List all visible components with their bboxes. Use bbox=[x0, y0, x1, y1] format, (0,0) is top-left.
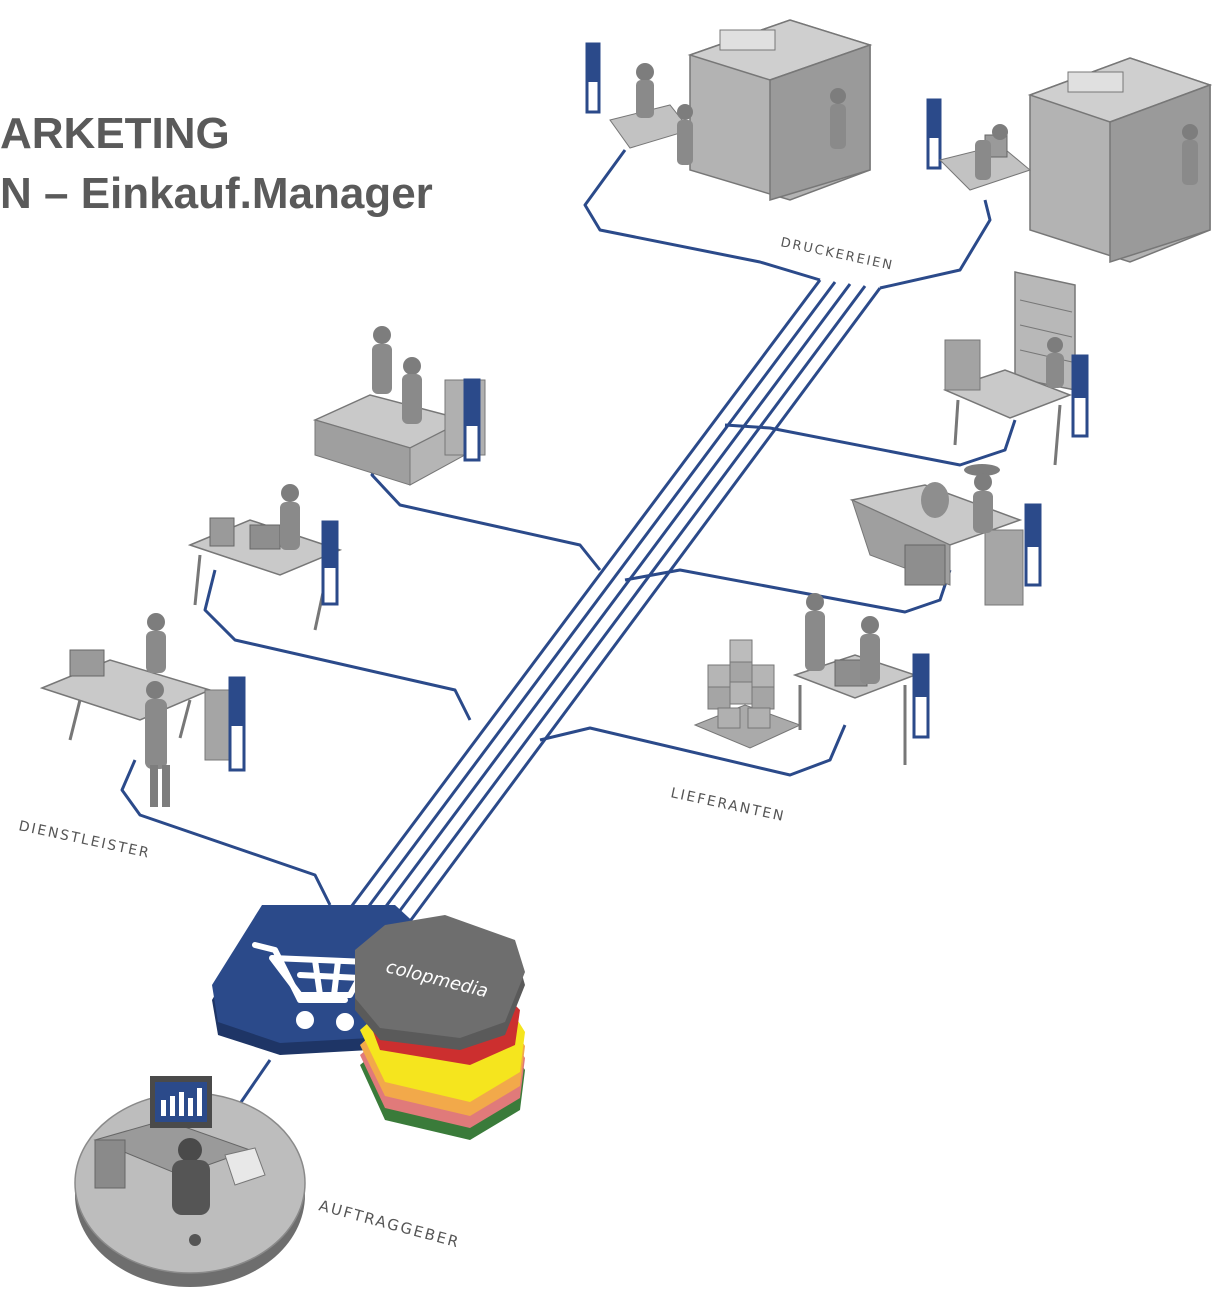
label-auftraggeber: AUFTRAGGEBER bbox=[317, 1196, 462, 1251]
line-lieferant-1 bbox=[724, 419, 1017, 467]
line-druckerei-1 bbox=[583, 149, 821, 282]
auftraggeber-station bbox=[74, 1076, 306, 1287]
page-title: ARKETING N – Einkauf.Manager bbox=[0, 104, 433, 224]
line-lieferant-2 bbox=[624, 568, 952, 614]
trunk-bundle bbox=[343, 279, 882, 929]
title-line-2: N – Einkauf.Manager bbox=[0, 169, 433, 218]
pallet-boxes bbox=[693, 639, 802, 749]
dienstleister-office-3 bbox=[39, 613, 246, 807]
label-dienstleister: DIENSTLEISTER bbox=[17, 818, 152, 862]
line-dienstleister-2 bbox=[203, 569, 472, 721]
dienstleister-office-2 bbox=[187, 484, 343, 631]
label-druckereien: DRUCKEREIEN bbox=[779, 235, 895, 274]
label-lieferanten: LIEFERANTEN bbox=[669, 785, 787, 825]
lieferant-office-3 bbox=[693, 593, 930, 765]
druckerei-1 bbox=[585, 19, 873, 202]
line-druckerei-2 bbox=[879, 199, 992, 290]
lieferant-office-1 bbox=[942, 271, 1089, 466]
lieferant-office-2 bbox=[849, 464, 1042, 606]
shopping-cart-icon bbox=[252, 942, 371, 1031]
line-dienstleister-3 bbox=[120, 759, 332, 906]
line-lieferant-3 bbox=[539, 724, 847, 777]
title-line-1: ARKETING bbox=[0, 109, 230, 158]
druckerei-2 bbox=[926, 57, 1213, 264]
dienstleister-office-1 bbox=[312, 326, 486, 486]
hub-colopmedia-stack: colopmedia bbox=[355, 915, 525, 1140]
